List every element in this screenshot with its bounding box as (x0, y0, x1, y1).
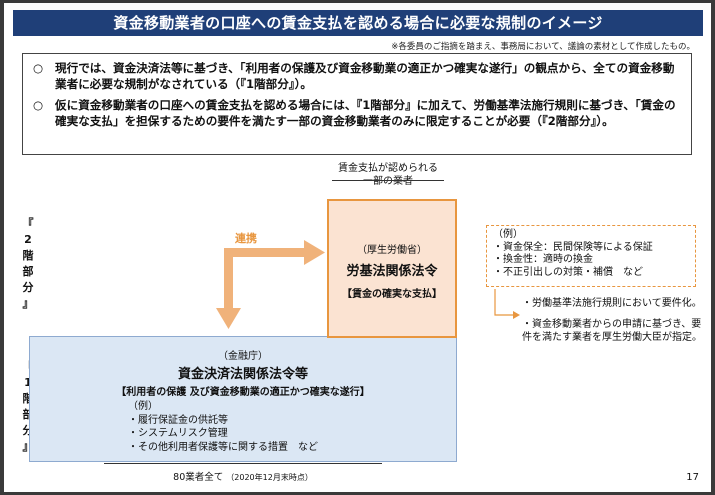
side-label-char: 階 (22, 249, 34, 262)
top-label: 賃金支払が認められる 一部の業者 (318, 162, 458, 188)
intro-text-2: 仮に資金移動業者の口座への賃金支払を認める場合には、『1階部分』に加えて、労働基… (55, 98, 676, 128)
side-label-char: 』 (22, 297, 34, 310)
bottom-label: 80業者全て （2020年12月末時点） (104, 463, 382, 483)
page-title: 資金移動業者の口座への賃金支払を認める場合に必要な規制のイメージ (13, 10, 703, 36)
connector-arrows (216, 240, 520, 329)
first-floor-box: （金融庁） 資金決済法関係法令等 【利用者の保護 及び資金移動業の適正かつ確実な… (29, 336, 457, 462)
requirement-example-heading: （例） (493, 229, 523, 240)
side-label-char: 分 (22, 281, 34, 294)
side-label-first-floor: 『 1 階 部 分 』 (20, 359, 36, 455)
side-label-char: 『 (22, 360, 34, 373)
side-label-char: 階 (22, 392, 34, 405)
bottom-label-sub: （2020年12月末時点） (226, 473, 313, 482)
fsa-law-label: 資金決済法関係法令等 (177, 367, 308, 382)
cooperation-arrow (216, 240, 325, 329)
requirement-example-item: ・換金性：適時の換金 (493, 254, 593, 265)
intro-box: ○ 現行では、資金決済法等に基づき、「利用者の保護及び資金移動業の適正かつ確実な… (22, 53, 692, 155)
requirement-example-item: ・資金保全：民間保険等による保証 (493, 241, 653, 253)
requirement-note: ・資金移動業者からの申請に基づき、要件を満たす業者を厚生労働大臣が指定。 (522, 319, 702, 343)
fsa-example-item: ・その他利用者保護等に関する措置 など (128, 441, 318, 453)
bottom-label-main: 80業者全て (173, 472, 224, 483)
side-label-char: 』 (22, 440, 34, 453)
side-label-char: 部 (22, 265, 34, 278)
slide: 資金移動業者の口座への賃金支払を認める場合に必要な規制のイメージ ※各委員のご指… (4, 3, 711, 492)
side-label-second-floor: 『 2 階 部 分 』 (20, 216, 36, 312)
mhlw-org-label: （厚生労働省） (357, 245, 427, 256)
requirement-note: ・労働基準法施行規則において要件化。 (522, 298, 702, 309)
fsa-example-item: ・履行保証金の供託等 (128, 414, 228, 426)
side-label-char: 2 (24, 233, 32, 246)
fsa-examples: （例） ・履行保証金の供託等 ・システムリスク管理 ・その他利用者保護等に関する… (128, 400, 318, 454)
fsa-example-heading: （例） (128, 401, 158, 412)
mhlw-purpose-label: 【賃金の確実な支払】 (342, 289, 442, 300)
mhlw-law-label: 労基法関係法令 (346, 264, 438, 279)
bullet-mark: ○ (33, 61, 44, 75)
fsa-org-label: （金融庁） (218, 351, 268, 362)
requirement-arrow (494, 289, 520, 319)
intro-bullet-2: ○ 仮に資金移動業者の口座への賃金支払を認める場合には、『1階部分』に加えて、労… (33, 97, 681, 129)
side-label-char: 部 (22, 408, 34, 421)
bottom-label-bracket (104, 463, 382, 464)
second-floor-box: （厚生労働省） 労基法関係法令 【賃金の確実な支払】 (327, 199, 457, 338)
side-label-char: 分 (22, 424, 34, 437)
bullet-mark: ○ (33, 98, 44, 112)
requirement-example-item: ・不正引出しの対策・補償 など (493, 266, 643, 278)
fsa-example-item: ・システムリスク管理 (128, 428, 228, 439)
cooperation-label: 連携 (235, 232, 257, 245)
fsa-purpose-label: 【利用者の保護 及び資金移動業の適正かつ確実な遂行】 (116, 387, 370, 398)
top-label-bracket (332, 180, 444, 181)
intro-text-1: 現行では、資金決済法等に基づき、「利用者の保護及び資金移動業の適正かつ確実な遂行… (55, 61, 675, 91)
side-label-char: 1 (24, 376, 32, 389)
top-label-line2: 一部の業者 (363, 176, 413, 187)
source-note: ※各委員のご指摘を踏まえ、事務局において、議論の素材として作成したもの。 (391, 42, 695, 52)
top-label-line1: 賃金支払が認められる (338, 163, 438, 174)
side-label-char: 『 (22, 217, 34, 230)
requirement-example-box: （例） ・資金保全：民間保険等による保証 ・換金性：適時の換金 ・不正引出しの対… (486, 225, 696, 287)
intro-bullet-1: ○ 現行では、資金決済法等に基づき、「利用者の保護及び資金移動業の適正かつ確実な… (33, 60, 681, 92)
page-number: 17 (686, 472, 699, 483)
requirement-notes: ・労働基準法施行規則において要件化。 ・資金移動業者からの申請に基づき、要件を満… (522, 297, 707, 352)
